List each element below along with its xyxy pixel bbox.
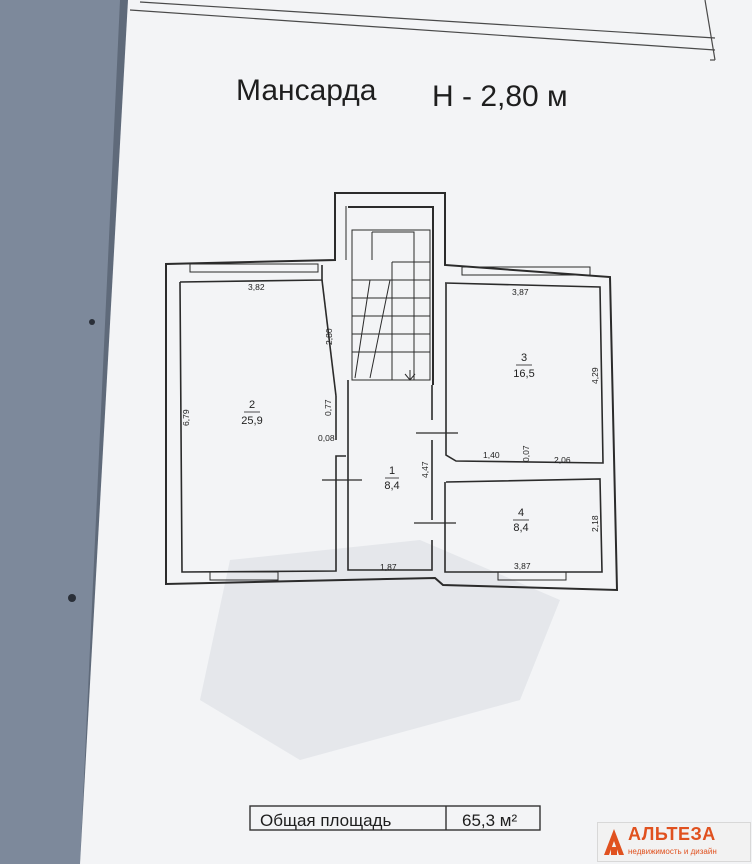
room-3-walls: [444, 282, 604, 464]
room-4-area: 8,4: [513, 522, 528, 534]
total-area-label: Общая площадь: [260, 811, 391, 830]
room-1-area: 8,4: [384, 480, 399, 492]
dim-room3-bottom-left: 1,40: [483, 450, 500, 460]
room-1-number: 1: [389, 465, 395, 477]
dim-room2-notch: 0,77: [323, 399, 333, 416]
dim-room2-right: 2,80: [324, 328, 334, 345]
binder-hole: [89, 319, 95, 325]
room-2-walls: [179, 265, 346, 573]
paper-shadow: [200, 540, 560, 760]
ceiling-height: Н - 2,80 м: [432, 80, 568, 113]
total-area-box: Общая площадь 65,3 м²: [249, 805, 541, 831]
room-3-area: 16,5: [513, 368, 534, 380]
dim-room4-height: 2,18: [590, 515, 600, 532]
staircase: [351, 229, 431, 381]
binder-hole: [68, 594, 76, 602]
dim-hall-width: 1,87: [380, 562, 397, 572]
logo-tagline: недвижимость и дизайн: [628, 847, 717, 856]
hallway-walls: [347, 380, 433, 571]
dim-room3-bottom-right: 2,06: [554, 455, 571, 465]
doors: [322, 432, 458, 524]
dim-room3-height: 4,29: [590, 367, 600, 384]
title-block-frame: [129, 0, 716, 61]
watermark-logo: АЛЬТЕЗА недвижимость и дизайн: [597, 822, 751, 862]
plan-title: Мансарда: [236, 74, 377, 107]
outer-walls: [165, 192, 619, 592]
total-area-value: 65,3 м²: [462, 811, 517, 830]
room-4-number: 4: [518, 507, 524, 519]
room-3-number: 3: [521, 352, 527, 364]
windows: [189, 206, 591, 581]
dim-hall-height: 4,47: [420, 461, 430, 478]
dim-room4-width: 3,87: [514, 561, 531, 571]
dim-room2-height: 6,79: [181, 409, 191, 426]
room-4-walls: [444, 478, 603, 573]
room-2-area: 25,9: [241, 415, 262, 427]
room-2-number: 2: [249, 399, 255, 411]
house-logo-icon: [604, 829, 624, 855]
dim-room3-bottom-small: 0,07: [521, 445, 531, 462]
dim-room3-width: 3,87: [512, 287, 529, 297]
dim-room2-notch-small: 0,08: [318, 433, 335, 443]
logo-name: АЛЬТЕЗА: [628, 824, 716, 844]
dim-room2-width: 3,82: [248, 282, 265, 292]
